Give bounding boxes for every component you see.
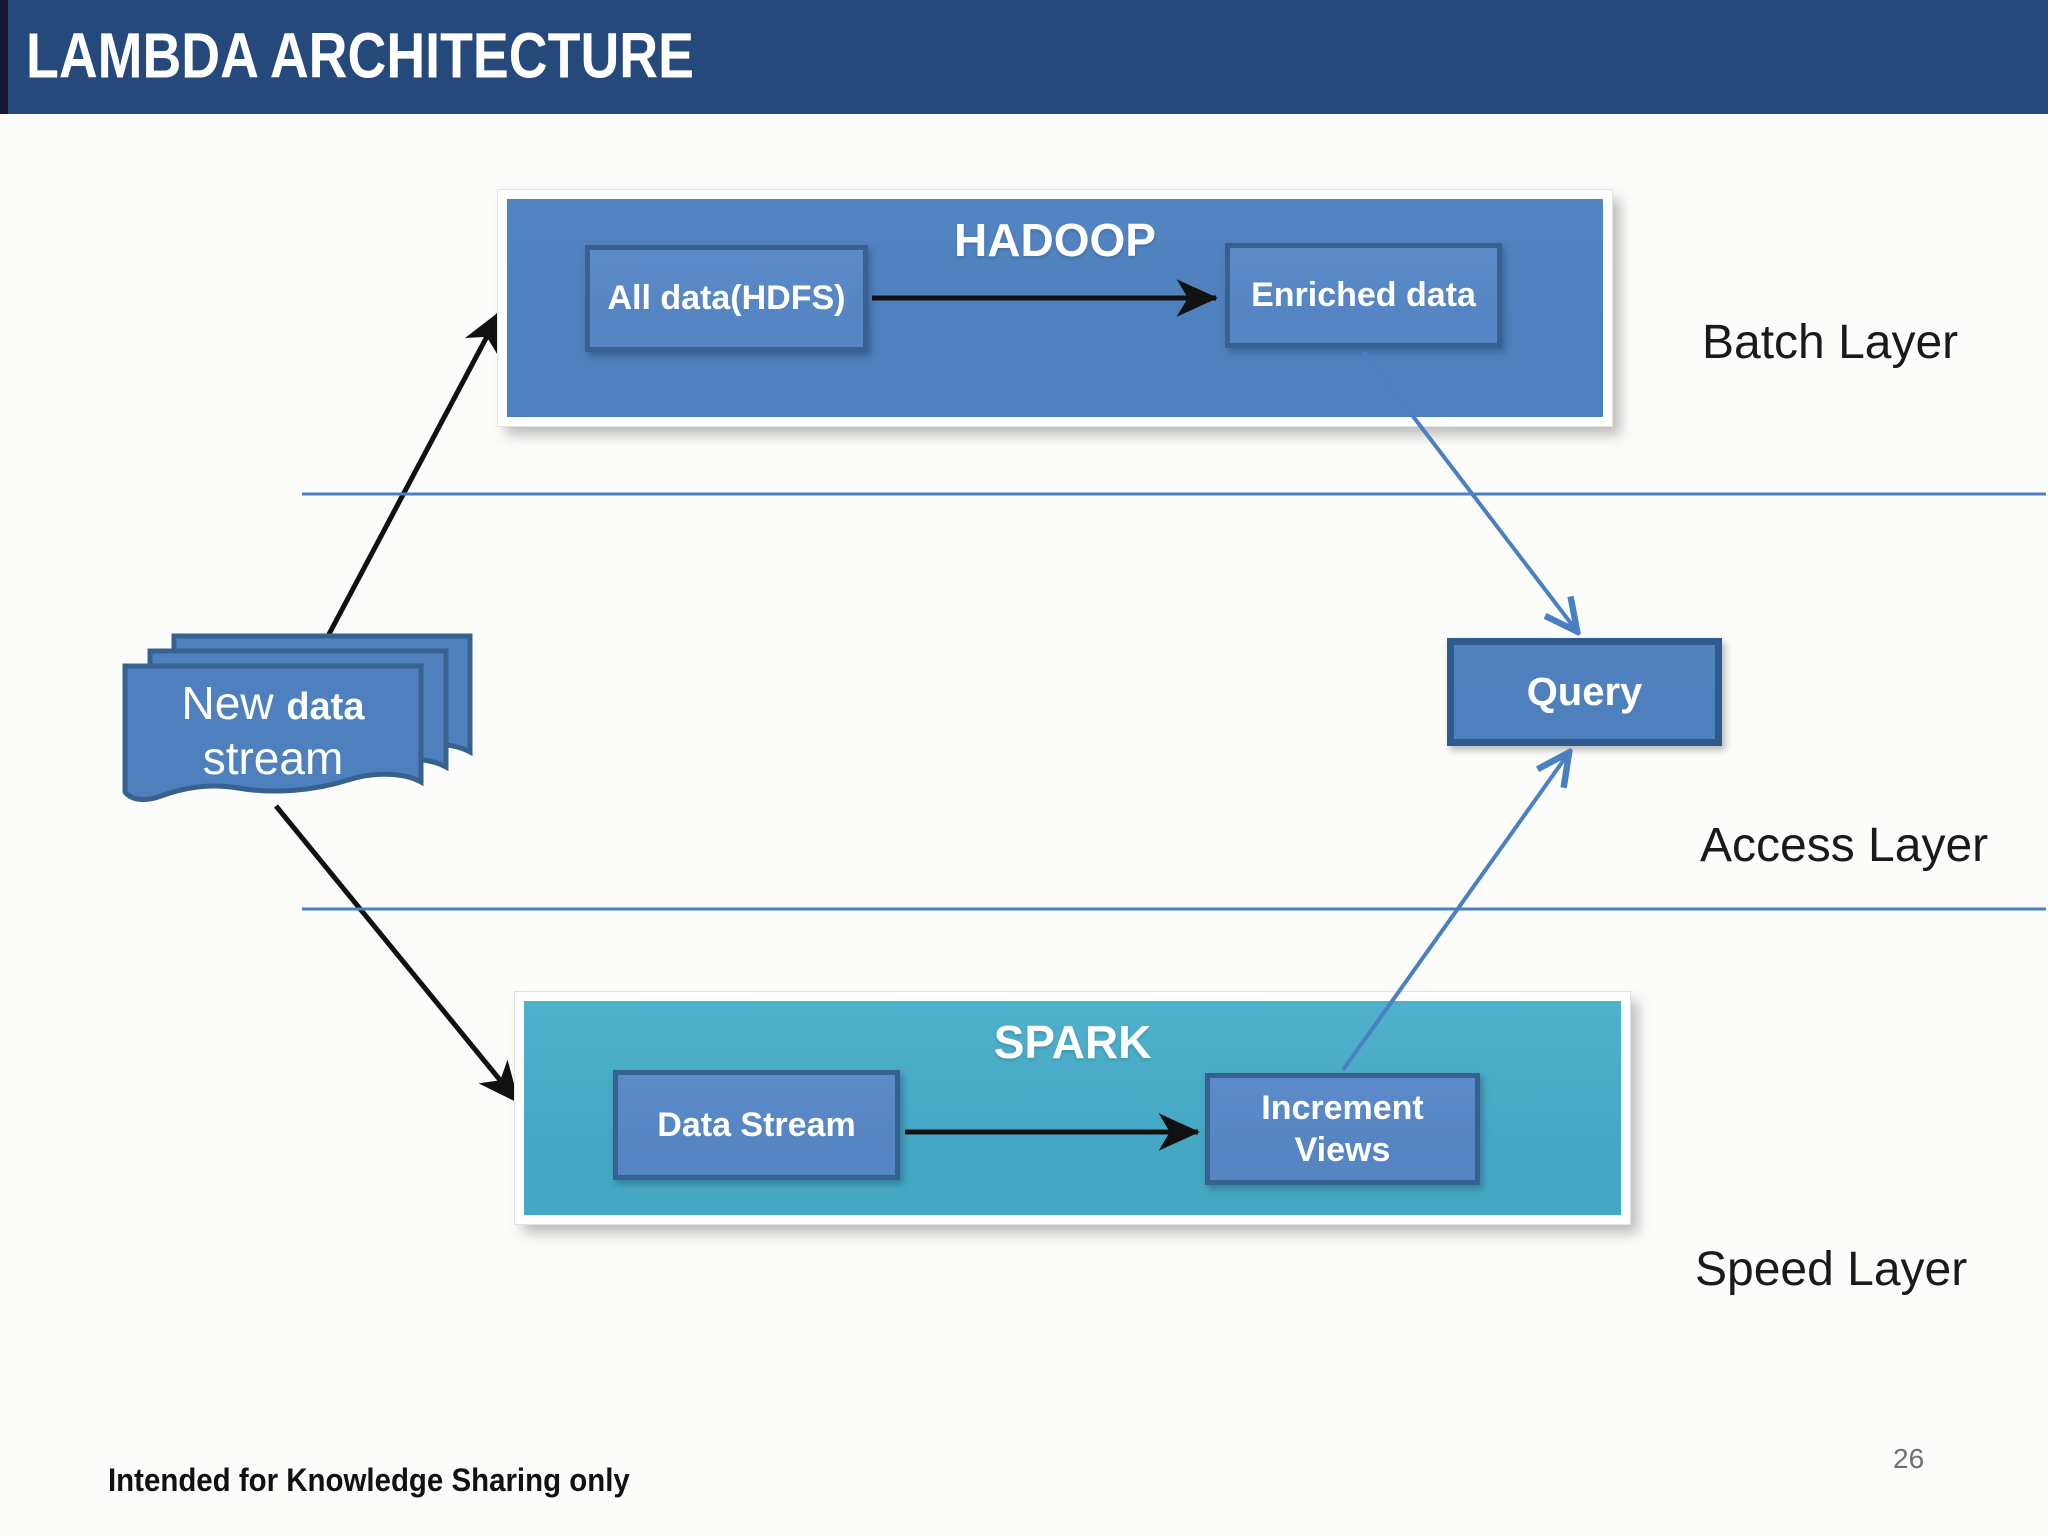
node-query: Query xyxy=(1447,638,1722,746)
node-data-stream: Data Stream xyxy=(613,1070,900,1180)
new-data-line2: stream xyxy=(202,732,344,785)
new-data-line1-regular: New xyxy=(181,677,287,730)
footer-note: Intended for Knowledge Sharing only xyxy=(108,1462,630,1498)
speed-layer-label: Speed Layer xyxy=(1695,1243,1968,1296)
arrow-newdata-to-hadoop xyxy=(325,310,503,638)
node-increment-views: Increment Views xyxy=(1205,1073,1480,1185)
access-layer-label: Access Layer xyxy=(1700,819,1989,872)
hadoop-title: HADOOP xyxy=(954,214,1156,266)
page-title: LAMBDA ARCHITECTURE xyxy=(26,19,694,92)
title-bar: LAMBDA ARCHITECTURE xyxy=(0,0,2048,114)
arrow-newdata-to-spark xyxy=(274,804,520,1104)
node-enriched-data: Enriched data xyxy=(1225,243,1502,348)
page-number: 26 xyxy=(1893,1443,1925,1474)
new-data-line1-bold: data xyxy=(286,686,365,729)
batch-layer-label: Batch Layer xyxy=(1702,316,1959,369)
spark-title: SPARK xyxy=(993,1016,1152,1068)
left-edge-strip xyxy=(0,0,8,114)
new-data-stream-label: New data stream xyxy=(123,672,423,790)
node-all-data-hdfs: All data(HDFS) xyxy=(585,245,868,352)
